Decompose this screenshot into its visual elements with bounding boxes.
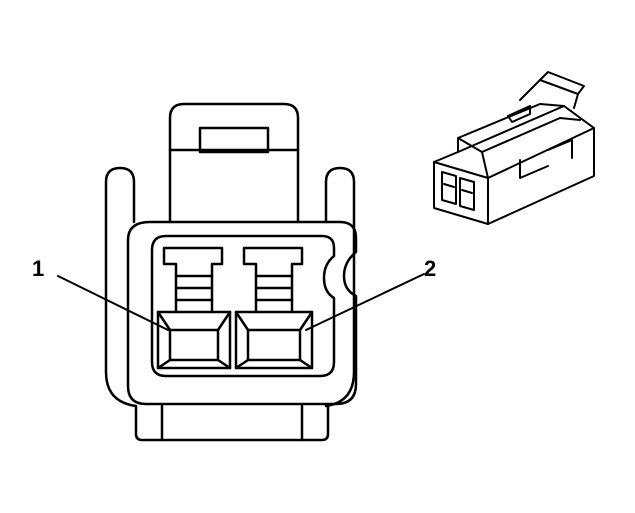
terminal-cavity-2 [234, 246, 314, 370]
leader-line-1 [57, 275, 169, 331]
inner-face [150, 234, 336, 378]
terminal-cavity-1 [156, 246, 232, 370]
callout-leaders [57, 273, 425, 331]
callout-1: 1 [32, 256, 44, 281]
left-rail [104, 166, 138, 408]
connector-face [104, 102, 358, 442]
connector-isometric-view [433, 71, 595, 225]
right-rail [324, 166, 356, 408]
base-inner [160, 404, 304, 442]
callout-2: 2 [424, 256, 436, 281]
latch-window [198, 126, 270, 154]
base [134, 404, 330, 442]
latch-housing [168, 102, 300, 224]
leader-line-2 [305, 273, 425, 331]
outer-body [126, 220, 358, 406]
